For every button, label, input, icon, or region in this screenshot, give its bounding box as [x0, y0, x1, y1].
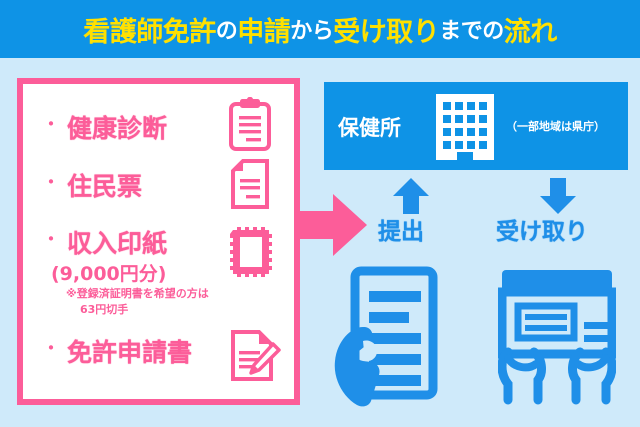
page-title: 看護師免許の申請から受け取りまでの流れ: [0, 0, 640, 58]
required-documents-panel: ・ 健康診断 ・ 住民票 ・ 収入印紙 (9,000円分) ※登録済証明書: [17, 78, 300, 405]
document-item-revenue-stamp: ・ 収入印紙: [41, 224, 167, 260]
title-part-5: 受け取り: [333, 16, 440, 48]
document-item-license-application: ・ 免許申請書: [41, 333, 192, 369]
building-icon: [428, 90, 502, 168]
arrow-down-icon: [540, 178, 576, 218]
document-folded-icon: [226, 157, 274, 217]
health-center-box: 保健所 （一部地域は県庁）: [324, 82, 628, 170]
stamp-note-line-1: ※登録済証明書を希望の方は: [66, 287, 209, 300]
bullet-icon: ・: [41, 170, 61, 194]
document-item-residence-certificate: ・ 住民票: [41, 167, 142, 203]
document-pen-icon: [226, 327, 281, 389]
submit-label: 提出: [378, 219, 424, 245]
arrow-up-icon: [393, 178, 429, 218]
health-center-note: （一部地域は県庁）: [506, 120, 605, 133]
hand-holding-document-icon: [333, 265, 443, 414]
title-part-4: から: [290, 19, 334, 44]
title-part-1: 看護師免許: [83, 16, 216, 48]
postage-stamp-icon: [228, 224, 274, 284]
title-part-6: までの: [439, 19, 504, 44]
document-label: 免許申請書: [67, 338, 193, 367]
document-label: 収入印紙: [67, 229, 168, 258]
health-center-label: 保健所: [338, 116, 401, 140]
header-banner: 看護師免許の申請から受け取りまでの流れ: [0, 0, 640, 58]
clipboard-icon: [226, 96, 274, 157]
title-part-7: 流れ: [503, 16, 558, 48]
title-part-2: の: [215, 19, 238, 44]
document-item-health-check: ・ 健康診断: [41, 109, 167, 145]
bullet-icon: ・: [41, 336, 61, 360]
receive-label: 受け取り: [496, 219, 588, 245]
stamp-note-line-2: 63円切手: [80, 303, 129, 316]
bullet-icon: ・: [41, 112, 61, 136]
stamp-amount-label: (9,000円分): [51, 263, 167, 285]
document-label: 健康診断: [67, 114, 168, 143]
arrow-right-icon: [299, 194, 367, 256]
document-label: 住民票: [67, 172, 143, 201]
hands-receiving-envelope-icon: [497, 266, 617, 410]
title-part-3: 申請: [237, 16, 291, 48]
bullet-icon: ・: [41, 227, 61, 251]
